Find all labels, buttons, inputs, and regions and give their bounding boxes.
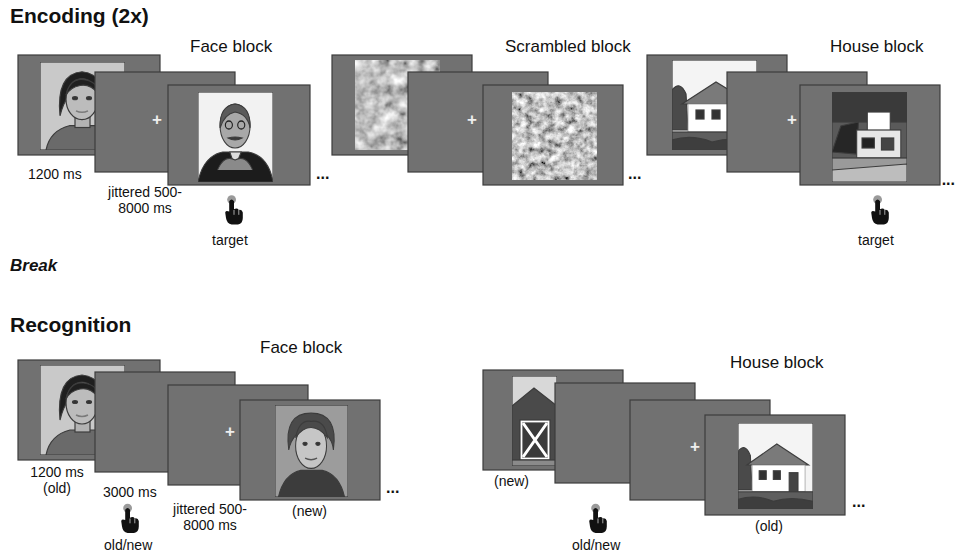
continuation-dots: ... (316, 166, 329, 182)
duration-label: 3000 ms (103, 484, 157, 500)
screen-frame (168, 85, 310, 185)
condition-label: (old) (755, 518, 783, 534)
house-photo (738, 423, 813, 509)
duration-label: jittered 500-8000 ms (165, 501, 255, 533)
continuation-dots: ... (628, 166, 641, 182)
response-label: old/new (572, 537, 620, 553)
break-label: Break (10, 256, 57, 276)
fixation-screen: + (143, 106, 171, 134)
section-heading: Encoding (2x) (10, 4, 149, 28)
fixation-screen: + (778, 106, 806, 134)
house-photo (832, 92, 907, 182)
screen-frame (240, 400, 380, 500)
block-label: Face block (260, 338, 342, 358)
response-hand (871, 195, 889, 224)
continuation-dots: ... (386, 480, 399, 496)
block-label: Scrambled block (505, 37, 631, 57)
fixation-cross: + (787, 111, 797, 129)
block-label: House block (730, 353, 824, 373)
continuation-dots: ... (852, 494, 865, 510)
condition-label: (new) (494, 473, 529, 489)
fixation-cross: + (152, 111, 162, 129)
screen-frame (483, 85, 623, 185)
response-label: target (212, 232, 248, 248)
response-label: old/new (104, 537, 152, 553)
duration-label: jittered 500-8000 ms (100, 184, 190, 216)
block-label: Face block (190, 37, 272, 57)
response-hand (225, 195, 243, 224)
response-label: target (858, 232, 894, 248)
block-label: House block (830, 37, 924, 57)
response-hand (121, 504, 139, 533)
duration-label: 1200 ms (28, 166, 82, 182)
screen-frame (705, 415, 845, 515)
fixation-screen: + (216, 418, 244, 446)
response-hand (589, 504, 607, 533)
fixation-cross: + (467, 111, 477, 129)
fixation-cross: + (690, 438, 700, 456)
fixation-screen: + (458, 106, 486, 134)
house-photo (512, 376, 557, 466)
face-photo (275, 405, 348, 497)
fixation-screen: + (681, 433, 709, 461)
fixation-cross: + (225, 423, 235, 441)
duration-label: 1200 ms (old) (22, 464, 92, 496)
section-heading: Recognition (10, 313, 131, 337)
scrambled-image (512, 92, 597, 180)
continuation-dots: ... (942, 172, 955, 188)
screen-frame (800, 85, 940, 185)
condition-label: (new) (292, 503, 327, 519)
face-photo (198, 92, 273, 182)
